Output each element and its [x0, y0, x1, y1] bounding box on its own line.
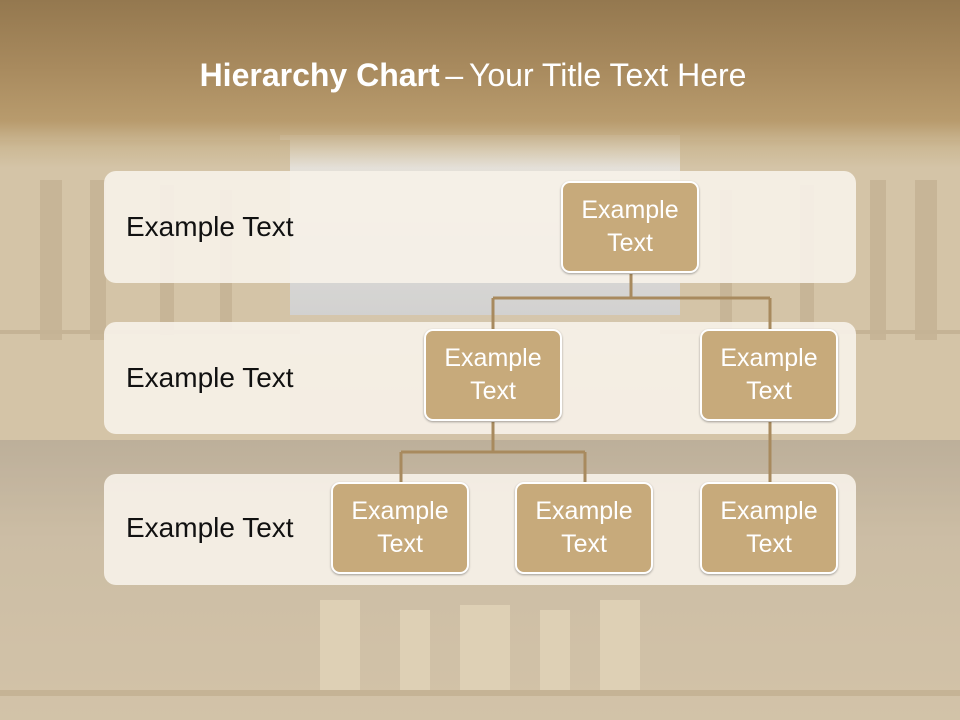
title-dash: – — [445, 57, 464, 93]
level-label-2: Example Text — [126, 362, 294, 393]
connector-left-to-level3 — [399, 422, 587, 483]
node-level3-a[interactable]: Example Text — [331, 482, 469, 574]
title-rest: Your Title Text Here — [468, 57, 747, 93]
node-level3-c-text: Example Text — [720, 497, 818, 558]
node-level3-b-text: Example Text — [535, 497, 633, 558]
level-band-1: Example Text — [104, 171, 856, 283]
title-band — [0, 0, 960, 168]
node-level2-right[interactable]: Example Text — [700, 329, 838, 421]
node-root[interactable]: Example Text — [561, 181, 699, 273]
title-bold: Hierarchy Chart — [199, 57, 440, 93]
node-level2-right-text: Example Text — [720, 344, 818, 405]
node-level3-c[interactable]: Example Text — [700, 482, 838, 574]
node-root-text: Example Text — [581, 196, 679, 257]
node-level3-a-text: Example Text — [351, 497, 449, 558]
level-label-3: Example Text — [126, 512, 294, 543]
node-level2-left[interactable]: Example Text — [424, 329, 562, 421]
level-label-1: Example Text — [126, 211, 294, 242]
connector-root-to-level2 — [491, 274, 772, 330]
node-level3-b[interactable]: Example Text — [515, 482, 653, 574]
slide-title: Hierarchy Chart–Your Title Text Here — [0, 55, 946, 95]
node-level2-left-text: Example Text — [444, 344, 542, 405]
